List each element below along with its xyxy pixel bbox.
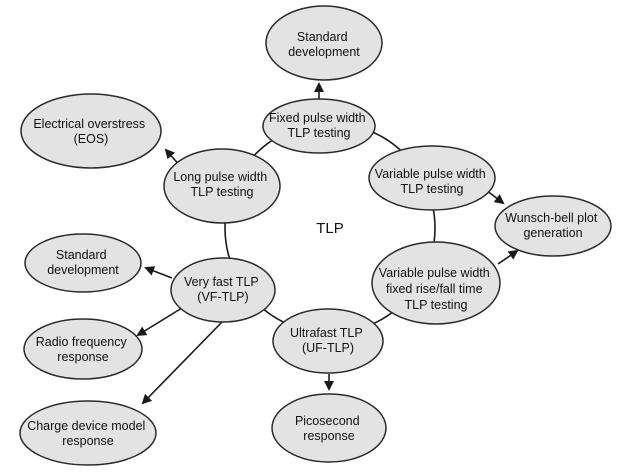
node-charge-device-model: Charge device model response — [19, 400, 157, 466]
node-very-fast-tlp: Very fast TLP (VF-TLP) — [170, 257, 276, 323]
node-standard-development-left-line-1: Standard — [56, 248, 107, 262]
node-electrical-overstress-line-2: (EOS) — [74, 132, 109, 146]
node-variable-rise-fall: Variable pulse width fixed rise/fall tim… — [371, 241, 501, 325]
node-wunsch-bell-plot-line-2: generation — [523, 226, 582, 240]
node-variable-rise-fall-line-2: fixed rise/fall time — [386, 282, 483, 296]
node-wunsch-bell-plot: Wunsch-bell plot generation — [494, 195, 612, 257]
node-variable-pulse-width-line-2: TLP testing — [400, 182, 463, 196]
node-charge-device-model-line-1: Charge device model — [27, 419, 145, 433]
svg-text:Very fast TLP (VF-TLP): Very fast TLP (VF-TLP) — [184, 275, 262, 304]
node-radio-frequency-line-1: Radio frequency — [36, 335, 128, 349]
node-ultrafast-tlp: Ultrafast TLP (UF-TLP) — [272, 308, 384, 374]
svg-text:Electrical overstress (E: Electrical overstress (EOS) — [33, 117, 148, 146]
node-long-pulse-width-line-1: Long pulse width — [173, 170, 267, 184]
svg-text:Radio frequency response: Radio frequency response — [36, 335, 131, 364]
edge-varrise-to-wunsch — [497, 249, 519, 265]
node-fixed-pulse-width-line-1: Fixed pulse width — [269, 111, 366, 125]
edge-vf-to-charge — [141, 321, 223, 405]
node-standard-development-left: Standard development — [24, 233, 142, 293]
node-standard-development-top-line-2: development — [288, 45, 360, 59]
node-charge-device-model-line-2: response — [62, 434, 113, 448]
svg-text:Variable pulse width TLP: Variable pulse width TLP testing — [375, 167, 489, 196]
center-label: TLP — [316, 220, 344, 237]
node-ultrafast-tlp-line-1: Ultrafast TLP — [290, 326, 363, 340]
node-wunsch-bell-plot-line-1: Wunsch-bell plot — [505, 211, 598, 225]
svg-text:Variable pulse width fix: Variable pulse width fixed rise/fall tim… — [379, 266, 493, 312]
node-variable-rise-fall-line-3: TLP testing — [404, 298, 467, 312]
node-electrical-overstress: Electrical overstress (EOS) — [20, 93, 162, 169]
node-variable-pulse-width-line-1: Variable pulse width — [375, 167, 486, 181]
svg-text:Long pulse width TLP tes: Long pulse width TLP testing — [173, 170, 270, 199]
svg-text:Ultrafast TLP (UF-TLP): Ultrafast TLP (UF-TLP) — [290, 326, 366, 355]
node-ultrafast-tlp-line-2: (UF-TLP) — [302, 341, 354, 355]
node-electrical-overstress-line-1: Electrical overstress — [33, 117, 145, 131]
svg-text:Standard development: Standard development — [47, 248, 119, 277]
node-standard-development-top-line-1: Standard — [297, 30, 348, 44]
node-radio-frequency: Radio frequency response — [23, 318, 143, 380]
svg-text:Wunsch-bell plot generat: Wunsch-bell plot generation — [505, 211, 601, 240]
node-variable-pulse-width: Variable pulse width TLP testing — [368, 145, 496, 211]
node-picosecond-line-1: Picosecond — [295, 414, 360, 428]
node-radio-frequency-line-2: response — [57, 350, 108, 364]
svg-text:Charge device model resp: Charge device model response — [27, 419, 149, 448]
svg-text:Picosecond response: Picosecond response — [295, 414, 363, 443]
node-very-fast-tlp-line-1: Very fast TLP — [184, 275, 259, 289]
node-very-fast-tlp-line-2: (VF-TLP) — [197, 290, 248, 304]
node-standard-development-left-line-2: development — [47, 263, 119, 277]
node-fixed-pulse-width: Fixed pulse width TLP testing — [262, 98, 376, 154]
edge-vf-to-standard — [144, 266, 173, 279]
node-standard-development-top: Standard development — [265, 5, 383, 81]
node-picosecond: Picosecond response — [271, 393, 387, 463]
node-long-pulse-width: Long pulse width TLP testing — [163, 148, 281, 224]
node-fixed-pulse-width-line-2: TLP testing — [287, 126, 350, 140]
node-long-pulse-width-line-2: TLP testing — [190, 185, 253, 199]
svg-text:Standard development: Standard development — [288, 30, 360, 59]
node-picosecond-line-2: response — [303, 429, 354, 443]
node-variable-rise-fall-line-1: Variable pulse width — [379, 266, 490, 280]
svg-text:Fixed pulse width TLP te: Fixed pulse width TLP testing — [269, 111, 369, 140]
edge-vf-to-radio — [136, 307, 183, 337]
